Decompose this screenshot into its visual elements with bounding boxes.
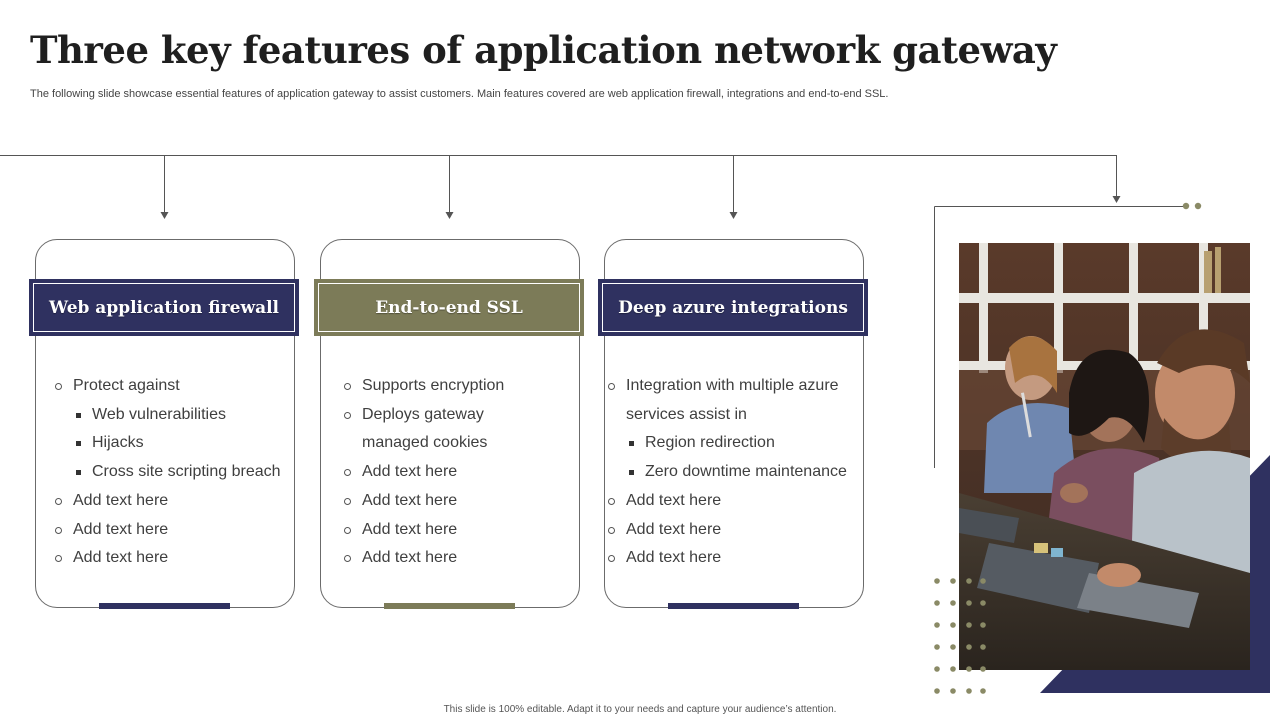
card-heading-label: Web application firewall	[33, 283, 295, 332]
list-item: Add text here	[344, 516, 594, 545]
slide-footer-note: This slide is 100% editable. Adapt it to…	[443, 704, 837, 715]
decorative-dot-grid	[934, 578, 986, 694]
list-item: services assist in	[626, 405, 747, 423]
list-item: Add text here	[344, 544, 594, 573]
sub-list-item: Web vulnerabilities	[55, 401, 305, 430]
list-item: Add text here	[608, 487, 858, 516]
arrow-icon	[729, 212, 738, 219]
card-accent-bar	[99, 603, 230, 609]
sub-list-item: Region redirection	[608, 429, 858, 458]
list-item: Supports encryption	[344, 372, 594, 401]
card-heading-firewall: Web application firewall	[29, 279, 299, 336]
card-heading-ssl: End-to-end SSL	[314, 279, 584, 336]
card-heading-label: End-to-end SSL	[318, 283, 580, 332]
connector-lines	[0, 155, 1121, 219]
list-item: Protect against	[55, 372, 305, 401]
sub-list-item: Cross site scripting breach	[55, 458, 305, 487]
list-item: Add text here	[55, 487, 305, 516]
list-item: Add text here	[608, 516, 858, 545]
card-accent-bar	[668, 603, 799, 609]
decorative-dots	[1182, 202, 1202, 210]
list-item: Add text here	[344, 458, 594, 487]
card-heading-label: Deep azure integrations	[602, 283, 864, 332]
list-item: Add text here	[344, 487, 594, 516]
list-item: Deploys gateway	[344, 401, 594, 430]
list-item: managed cookies	[362, 434, 488, 452]
feature-list-azure: Integration with multiple azure services …	[608, 372, 858, 573]
list-item: Integration with multiple azure	[608, 372, 858, 401]
arrow-icon	[160, 212, 169, 219]
arrow-icon	[1112, 196, 1121, 203]
slide-title: Three key features of application networ…	[30, 28, 1057, 72]
photo-frame-lines	[934, 206, 1184, 468]
arrow-icon	[445, 212, 454, 219]
sub-list-item: Zero downtime maintenance	[608, 458, 858, 487]
list-item: Add text here	[55, 516, 305, 545]
card-accent-bar	[384, 603, 515, 609]
card-heading-azure: Deep azure integrations	[598, 279, 868, 336]
slide-subtitle: The following slide showcase essential f…	[30, 88, 889, 100]
list-item: Add text here	[608, 544, 858, 573]
list-item: Add text here	[55, 544, 305, 573]
sub-list-item: Hijacks	[55, 429, 305, 458]
people-working-on-laptops-photo	[959, 243, 1250, 670]
